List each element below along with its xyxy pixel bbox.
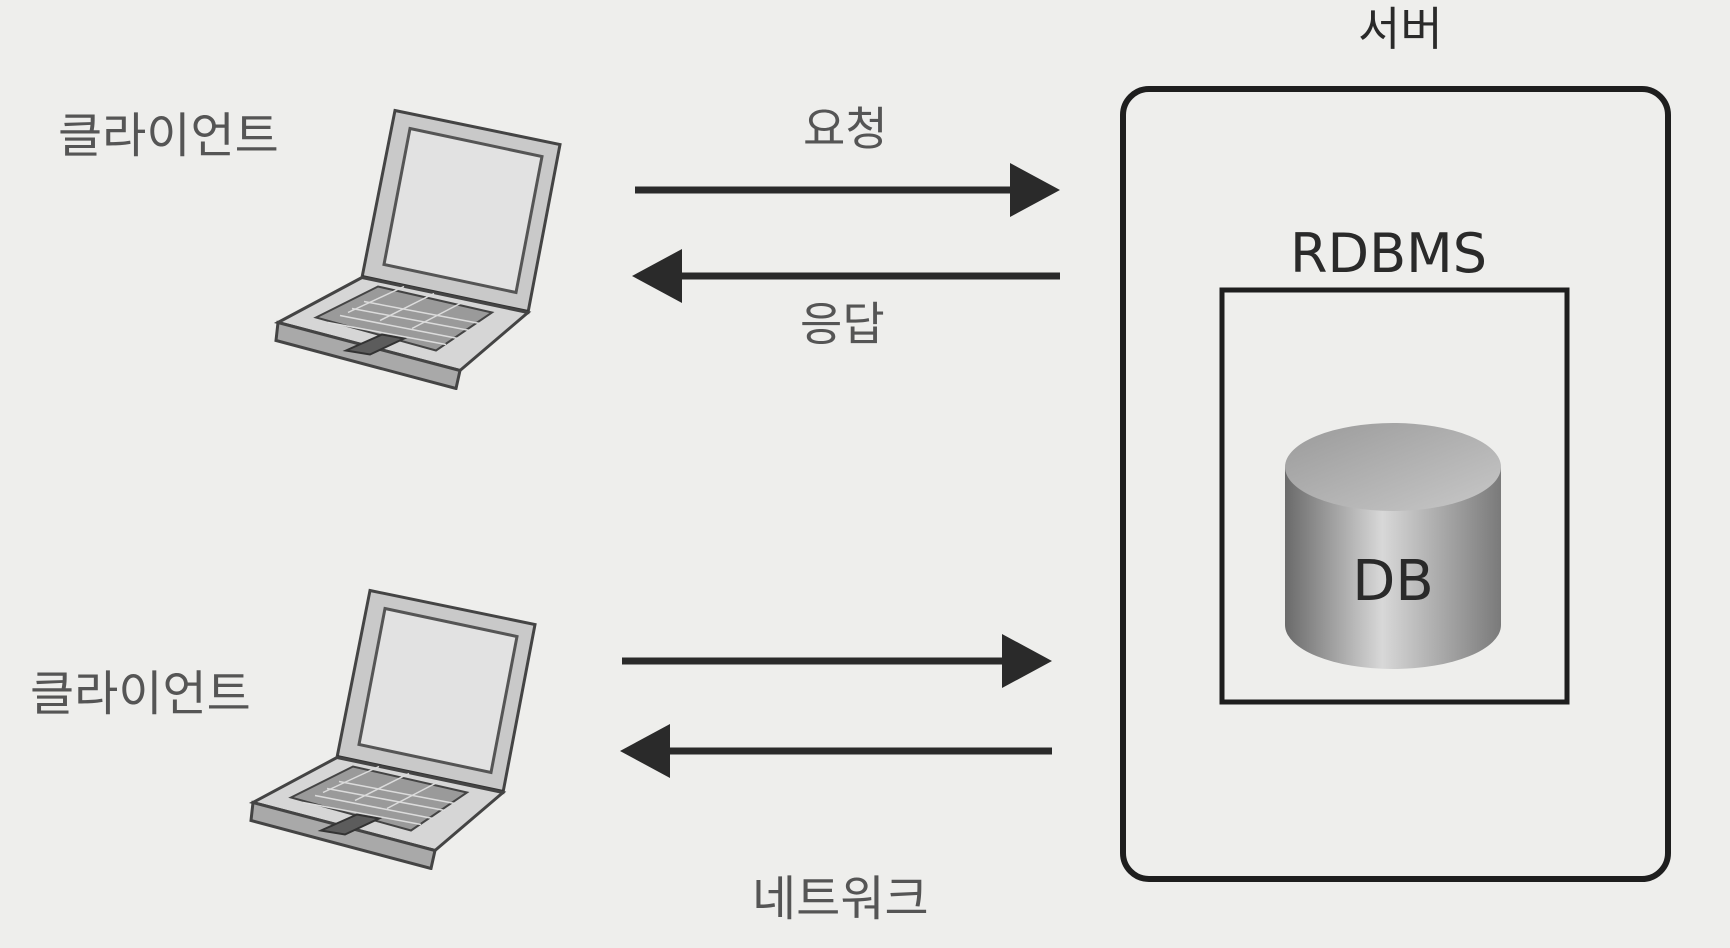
response-label: 응답 <box>800 297 885 351</box>
server-label: 서버 <box>1358 2 1443 56</box>
db-label: DB <box>1352 549 1434 614</box>
request-label: 요청 <box>803 102 888 156</box>
network-label: 네트워크 <box>752 871 929 927</box>
client-label-2: 클라이언트 <box>30 666 251 722</box>
rdbms-box <box>1219 287 1570 705</box>
database-cylinder-icon <box>1285 423 1501 669</box>
response-arrow-2 <box>620 724 1052 778</box>
laptop-icon <box>276 111 560 389</box>
request-arrow <box>635 163 1060 217</box>
client-label-1: 클라이언트 <box>58 108 279 164</box>
response-arrow <box>632 249 1060 303</box>
laptop-icon <box>251 591 535 869</box>
rdbms-label: RDBMS <box>1290 222 1487 285</box>
request-arrow-2 <box>622 634 1052 688</box>
server-box <box>1120 86 1671 882</box>
